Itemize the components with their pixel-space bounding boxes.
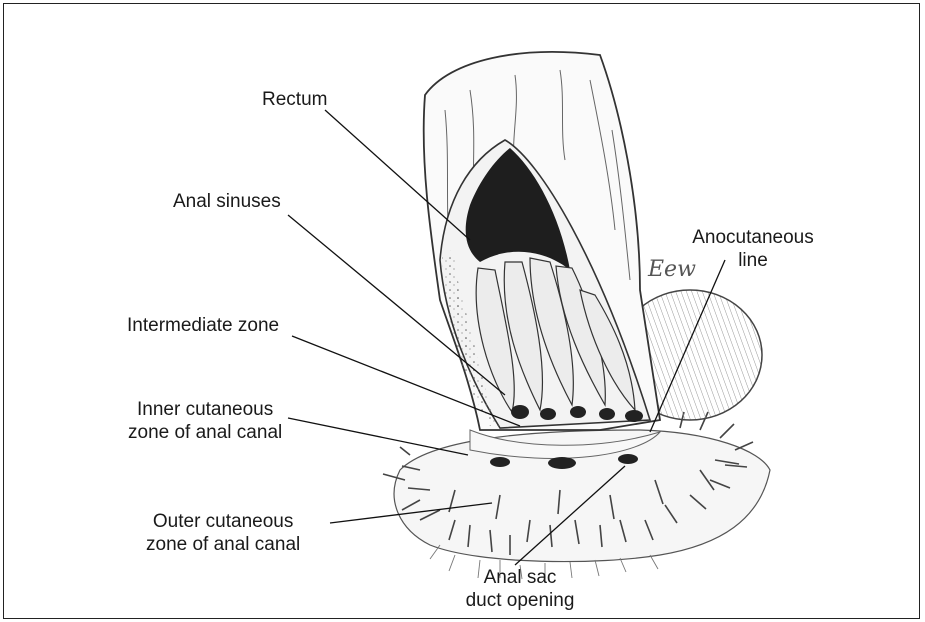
label-anal-sac-duct-opening: Anal sac duct opening xyxy=(450,566,590,612)
label-rectum: Rectum xyxy=(262,88,327,111)
label-anocutaneous-line1: Anocutaneous xyxy=(678,226,828,249)
label-anal-sac-line2: duct opening xyxy=(450,589,590,612)
label-intermediate-zone: Intermediate zone xyxy=(127,314,279,337)
label-outer-cutaneous-line2: zone of anal canal xyxy=(146,533,300,556)
leader-inner-cutaneous xyxy=(288,418,468,455)
label-outer-cutaneous-line1: Outer cutaneous xyxy=(146,510,300,533)
label-inner-cutaneous-line2: zone of anal canal xyxy=(128,421,282,444)
label-inner-cutaneous-zone: Inner cutaneous zone of anal canal xyxy=(128,398,282,444)
label-anocutaneous-line2: line xyxy=(678,249,828,272)
label-anocutaneous-line: Anocutaneous line xyxy=(678,226,828,272)
label-inner-cutaneous-line1: Inner cutaneous xyxy=(128,398,282,421)
label-anal-sinuses: Anal sinuses xyxy=(173,190,281,213)
perianal-skin xyxy=(383,412,770,579)
label-outer-cutaneous-zone: Outer cutaneous zone of anal canal xyxy=(146,510,300,556)
label-anal-sac-line1: Anal sac xyxy=(450,566,590,589)
